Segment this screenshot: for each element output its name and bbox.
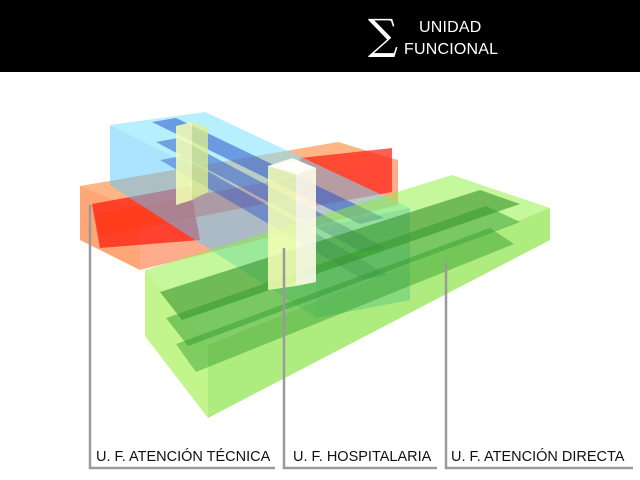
leader-line-hospitalaria (282, 248, 437, 470)
label-hospitalaria: U. F. HOSPITALARIA (293, 449, 432, 465)
vertical-core-mid-side (296, 160, 316, 286)
header-title-line-2: FUNCIONAL (404, 41, 499, 58)
vertical-core-mid-top (268, 158, 316, 174)
header-title-line-1: UNIDAD (419, 19, 482, 36)
atencion-directa-front (145, 270, 208, 418)
label-atencion-directa: U. F. ATENCIÓN DIRECTA (451, 449, 625, 465)
vertical-core-left-side (192, 122, 208, 200)
vertical-core-mid-front (268, 160, 296, 290)
atencion-directa-core-3 (176, 228, 514, 372)
atencion-directa-core-1 (160, 190, 520, 320)
label-atencion-tecnica: U. F. ATENCIÓN TÉCNICA (96, 449, 271, 465)
leader-lines (88, 205, 633, 470)
vertical-core-left-front (176, 122, 192, 205)
atencion-directa-volume (145, 175, 550, 418)
leader-line-tecnica (88, 205, 275, 470)
sigma-icon: ∑ (368, 10, 398, 59)
atencion-directa-core-2 (166, 206, 520, 346)
atencion-directa-side (208, 208, 550, 418)
leader-line-directa (444, 262, 633, 470)
vertical-cores (176, 122, 316, 290)
header-bar: ∑ UNIDAD FUNCIONAL (0, 0, 640, 72)
